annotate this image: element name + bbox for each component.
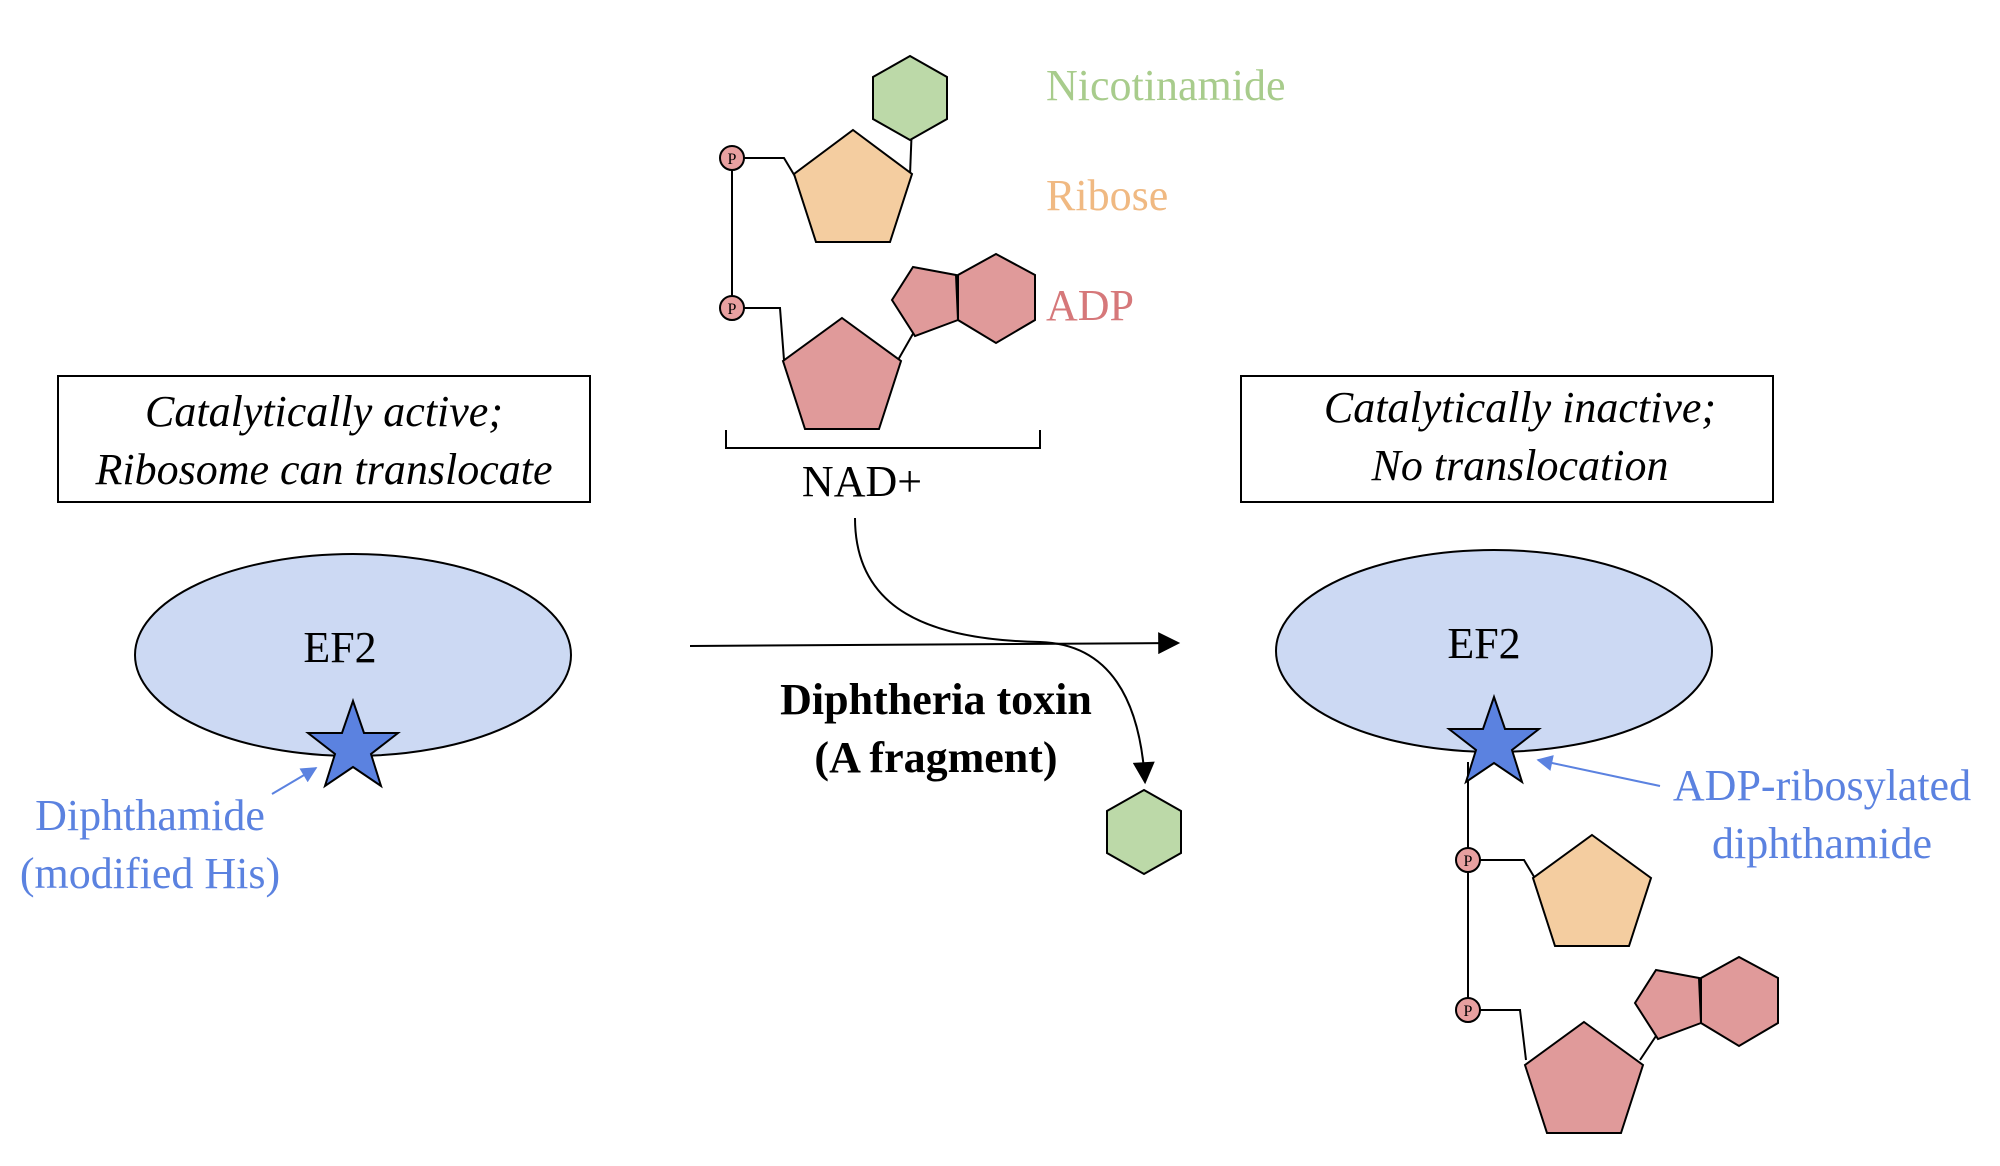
nicotinamide-release-arrow: [854, 517, 1155, 785]
right-state-box: Catalytically inactive; No translocation: [1240, 375, 1774, 503]
nad-molecule: P P NAD+: [719, 54, 1041, 506]
attached-adenine-six-ring: [1700, 955, 1779, 1048]
svg-text:P: P: [1464, 853, 1473, 870]
phosphate-circle: P: [1455, 847, 1481, 873]
phosphate-adp-link: [744, 307, 785, 361]
phosphate-ribose-link: [744, 157, 797, 179]
left-ef2-protein: EF2: [134, 553, 572, 789]
right-annotation-line1: ADP-ribosylated: [1673, 761, 1971, 810]
phosphate-circle: P: [1455, 997, 1481, 1023]
diphthamide-star-icon: [305, 697, 401, 789]
phosphate-circle: P: [719, 295, 745, 321]
ribose-pentagon: [792, 128, 914, 243]
nad-bracket: [725, 430, 1041, 449]
svg-text:P: P: [728, 151, 737, 168]
released-nicotinamide-hexagon: [1106, 788, 1182, 876]
attached-adenine-five-ring: [1633, 968, 1703, 1041]
attached-ribose-pentagon: [1531, 833, 1653, 947]
adenine-five-ring: [890, 265, 960, 338]
reaction-arrow: [689, 632, 1181, 655]
left-annotation-line2: (modified His): [20, 849, 280, 898]
right-annotation-line2: diphthamide: [1712, 819, 1932, 868]
adp-ribose-pentagon: [781, 316, 903, 430]
adenine-six-ring: [957, 252, 1036, 345]
left-box-line1: Catalytically active;: [145, 387, 503, 436]
left-box-line2: Ribosome can translocate: [94, 445, 552, 494]
nicotinamide-hexagon: [872, 54, 948, 142]
adp-ribose-purine-link: [897, 331, 915, 361]
right-ef2-label: EF2: [1447, 619, 1520, 668]
left-state-box: Catalytically active; Ribosome can trans…: [57, 375, 591, 503]
attached-adp-ribose: P P: [1455, 762, 1779, 1134]
left-ef2-label: EF2: [303, 623, 376, 672]
legend-adp: ADP: [1046, 281, 1134, 330]
enzyme-label-line1: Diphtheria toxin: [780, 675, 1092, 724]
svg-text:P: P: [1464, 1003, 1473, 1020]
legend-nicotinamide: Nicotinamide: [1046, 61, 1286, 110]
right-box-line1: Catalytically inactive;: [1324, 383, 1716, 432]
enzyme-label-line2: (A fragment): [814, 733, 1057, 782]
legend-ribose: Ribose: [1046, 171, 1168, 220]
attached-adp-ribose-pentagon: [1523, 1020, 1645, 1134]
left-annotation-line1: Diphthamide: [35, 791, 265, 840]
diphthamide-pointer-arrow: [271, 767, 318, 795]
nad-label: NAD+: [802, 457, 922, 506]
svg-text:P: P: [728, 301, 737, 318]
adp-ribosylated-star-icon: [1446, 693, 1542, 785]
right-box-line2: No translocation: [1370, 441, 1668, 490]
phosphate-circle: P: [719, 145, 745, 171]
adp-ribosylated-pointer-arrow: [1536, 755, 1661, 787]
